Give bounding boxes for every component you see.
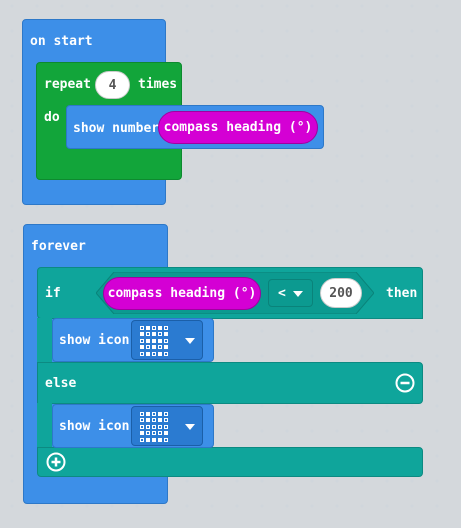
led-cell xyxy=(146,424,150,429)
if-block-bottom[interactable] xyxy=(37,447,423,477)
led-cell xyxy=(158,345,162,350)
compass-heading-reporter-1[interactable]: compass heading (°) xyxy=(158,111,318,144)
show-icon-label-2: show icon xyxy=(59,419,130,434)
led-cell xyxy=(152,351,156,356)
led-cell xyxy=(158,338,162,343)
if-block-side-2 xyxy=(37,403,52,449)
led-cell xyxy=(146,326,150,330)
else-label: else xyxy=(45,376,77,391)
led-cell xyxy=(146,351,150,356)
led-cell xyxy=(152,437,156,442)
led-cell xyxy=(152,326,156,330)
led-cell xyxy=(164,437,168,442)
led-cell xyxy=(140,437,144,442)
compass-heading-reporter-2[interactable]: compass heading (°) xyxy=(103,277,261,310)
led-cell xyxy=(158,351,162,356)
remove-else-icon[interactable] xyxy=(395,373,415,393)
led-cell xyxy=(158,437,162,442)
led-cell xyxy=(152,431,156,436)
led-cell xyxy=(164,412,168,416)
led-cell xyxy=(164,424,168,429)
led-cell xyxy=(140,338,144,343)
led-cell xyxy=(146,437,150,442)
add-else-if-icon[interactable] xyxy=(46,452,66,472)
led-cell xyxy=(164,326,168,330)
icon-picker-1-chevron-down-icon xyxy=(185,338,195,344)
led-cell xyxy=(164,345,168,350)
led-cell xyxy=(152,412,156,416)
led-cell xyxy=(146,418,150,423)
led-cell xyxy=(164,431,168,436)
compare-value-input[interactable]: 200 xyxy=(320,278,362,308)
led-cell xyxy=(158,418,162,423)
repeat-count-input[interactable]: 4 xyxy=(95,71,130,99)
led-cell xyxy=(146,431,150,436)
times-label: times xyxy=(138,77,178,92)
forever-label: forever xyxy=(31,239,86,254)
led-cell xyxy=(164,418,168,423)
icon-picker-2-chevron-down-icon xyxy=(185,424,195,430)
led-cell xyxy=(164,332,168,337)
led-cell xyxy=(140,326,144,330)
led-cell xyxy=(158,326,162,330)
led-cell xyxy=(140,332,144,337)
repeat-label: repeat xyxy=(44,77,91,92)
led-cell xyxy=(164,338,168,343)
icon-picker-1[interactable] xyxy=(131,320,203,360)
then-label: then xyxy=(386,286,418,301)
led-cell xyxy=(158,332,162,337)
led-cell xyxy=(152,424,156,429)
led-cell xyxy=(158,412,162,416)
led-cell xyxy=(140,412,144,416)
do-label: do xyxy=(44,110,60,125)
show-icon-label-1: show icon xyxy=(59,333,130,348)
led-cell xyxy=(146,345,150,350)
led-icon-preview-2 xyxy=(140,412,170,442)
led-cell xyxy=(152,345,156,350)
operator-dropdown[interactable] xyxy=(268,279,313,307)
led-cell xyxy=(152,418,156,423)
led-icon-preview-1 xyxy=(140,326,170,356)
led-cell xyxy=(158,431,162,436)
operator-chevron-down-icon xyxy=(293,291,303,297)
led-cell xyxy=(140,345,144,350)
led-cell xyxy=(164,351,168,356)
led-cell xyxy=(146,412,150,416)
led-cell xyxy=(140,424,144,429)
icon-picker-2[interactable] xyxy=(131,406,203,446)
led-cell xyxy=(152,338,156,343)
led-cell xyxy=(146,332,150,337)
led-cell xyxy=(158,424,162,429)
else-bar[interactable] xyxy=(37,362,423,404)
led-cell xyxy=(152,332,156,337)
operator-label: < xyxy=(278,286,286,301)
on-start-label: on start xyxy=(30,34,93,49)
show-number-label: show number xyxy=(73,121,160,136)
led-cell xyxy=(140,431,144,436)
led-cell xyxy=(146,338,150,343)
led-cell xyxy=(140,351,144,356)
if-block-side-1 xyxy=(37,318,52,362)
if-label: if xyxy=(45,286,61,301)
led-cell xyxy=(140,418,144,423)
